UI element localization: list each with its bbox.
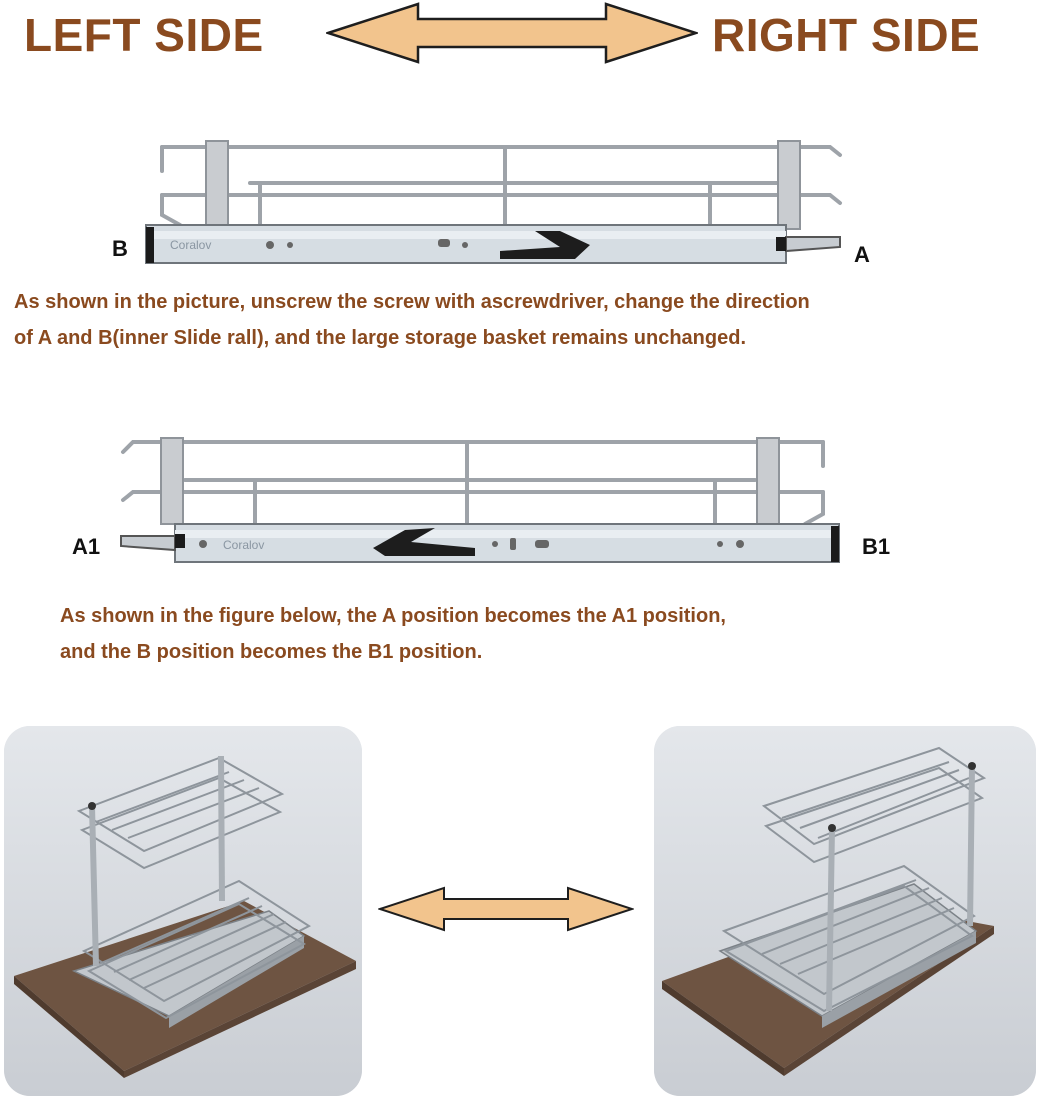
label-b: B xyxy=(112,236,128,261)
left-configuration-photo xyxy=(4,726,362,1096)
double-arrow-icon xyxy=(326,2,698,64)
basket-rail-diagram-bottom: Coralov xyxy=(115,430,845,570)
basket-rail-diagram-top: Coralov xyxy=(140,135,850,275)
label-b1: B1 xyxy=(862,534,891,559)
label-a1: A1 xyxy=(72,534,101,559)
caption-top-line-1: As shown in the picture, unscrew the scr… xyxy=(14,291,810,313)
right-side-heading: RIGHT SIDE xyxy=(712,9,981,61)
brand-mark: Coralov xyxy=(223,538,264,552)
right-configuration-photo xyxy=(654,726,1036,1096)
caption-bottom: As shown in the figure below, the A posi… xyxy=(60,598,1020,670)
double-arrow-icon xyxy=(378,886,634,932)
caption-bottom-line-1: As shown in the figure below, the A posi… xyxy=(60,605,726,627)
caption-bottom-line-2: and the B position becomes the B1 positi… xyxy=(60,641,483,663)
left-side-heading: LEFT SIDE xyxy=(24,9,264,61)
caption-top: As shown in the picture, unscrew the scr… xyxy=(14,284,1034,356)
brand-mark: Coralov xyxy=(170,238,211,252)
caption-top-line-2: of A and B(inner Slide rall), and the la… xyxy=(14,327,747,349)
label-a: A xyxy=(854,242,870,267)
